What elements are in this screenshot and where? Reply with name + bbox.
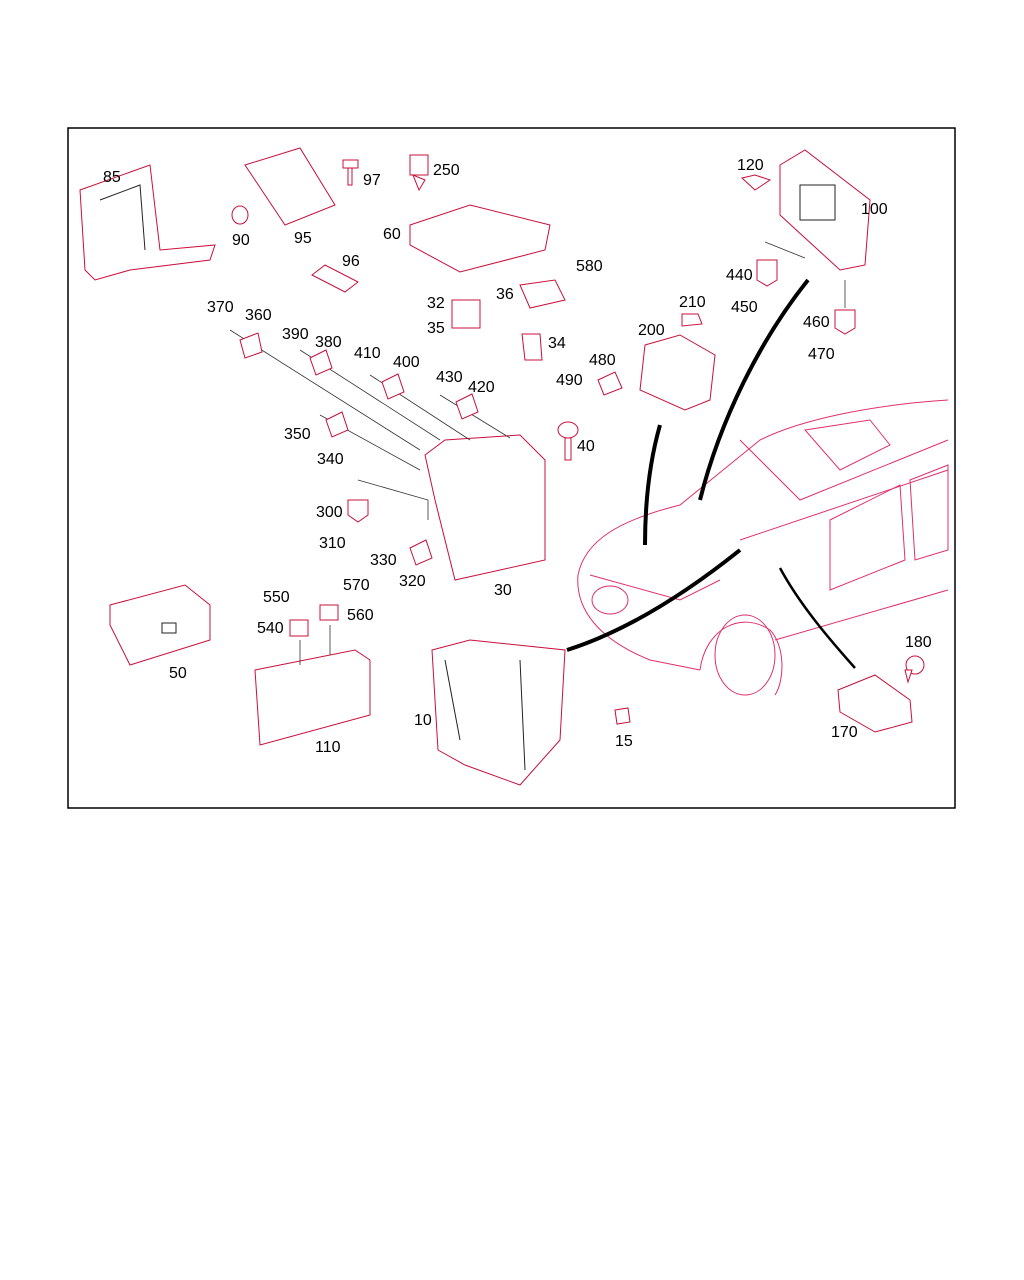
vehicle-outline — [577, 399, 949, 696]
part-32-relay — [451, 299, 481, 329]
part-210-nut — [681, 313, 703, 327]
part-180-screw — [904, 655, 925, 684]
label-110: 110 — [315, 739, 341, 756]
label-50: 50 — [169, 665, 187, 682]
part-85-bracket — [79, 164, 216, 281]
label-410: 410 — [354, 345, 381, 362]
label-450: 450 — [731, 299, 758, 316]
part-50-module — [109, 584, 211, 666]
label-180: 180 — [905, 634, 932, 651]
diagram-frame — [67, 127, 956, 809]
label-10: 10 — [414, 712, 432, 729]
label-210: 210 — [679, 294, 706, 311]
label-470: 470 — [808, 346, 835, 363]
label-390: 390 — [282, 326, 309, 343]
label-170: 170 — [831, 724, 858, 741]
label-96: 96 — [342, 253, 360, 270]
label-400: 400 — [393, 354, 420, 371]
part-460-connector — [834, 280, 856, 335]
label-15: 15 — [615, 733, 633, 750]
part-440-connector — [756, 241, 806, 287]
part-96-clip — [311, 264, 359, 293]
label-430: 430 — [436, 369, 463, 386]
part-90-nut — [231, 205, 249, 225]
label-32: 32 — [427, 295, 445, 312]
part-30-fuse-box — [229, 329, 546, 581]
part-200-relay — [639, 334, 716, 411]
label-320: 320 — [399, 573, 426, 590]
label-560: 560 — [347, 607, 374, 624]
part-120-screw — [740, 174, 772, 191]
label-550: 550 — [263, 589, 290, 606]
label-380: 380 — [315, 334, 342, 351]
label-200: 200 — [638, 322, 665, 339]
part-34-fuse — [521, 333, 543, 361]
label-310: 310 — [319, 535, 346, 552]
part-60-cover — [409, 204, 551, 273]
label-350: 350 — [284, 426, 311, 443]
label-480: 480 — [589, 352, 616, 369]
label-360: 360 — [245, 307, 272, 324]
label-250: 250 — [433, 162, 460, 179]
part-95-bracket — [244, 147, 336, 226]
part-40-screw — [557, 421, 579, 461]
part-250-bolt — [409, 154, 429, 192]
label-30: 30 — [494, 582, 512, 599]
part-10-box — [431, 639, 566, 786]
label-570: 570 — [343, 577, 370, 594]
location-arrows — [566, 278, 856, 669]
part-480-connector — [597, 371, 623, 396]
label-460: 460 — [803, 314, 830, 331]
label-34: 34 — [548, 335, 566, 352]
label-95: 95 — [294, 230, 312, 247]
label-35: 35 — [427, 320, 445, 337]
part-labels: 85 90 95 97 250 60 96 120 100 440 450 46… — [103, 157, 932, 756]
label-490: 490 — [556, 372, 583, 389]
label-440: 440 — [726, 267, 753, 284]
part-110-module — [254, 604, 371, 746]
label-330: 330 — [370, 552, 397, 569]
part-small-connectors — [239, 332, 479, 566]
part-170-module — [837, 674, 913, 733]
label-420: 420 — [468, 379, 495, 396]
part-100-module — [779, 149, 871, 271]
part-15-nut — [614, 707, 631, 725]
label-370: 370 — [207, 299, 234, 316]
label-36: 36 — [496, 286, 514, 303]
label-120: 120 — [737, 157, 764, 174]
label-97: 97 — [363, 172, 381, 189]
label-40: 40 — [577, 438, 595, 455]
label-580: 580 — [576, 258, 603, 275]
label-340: 340 — [317, 451, 344, 468]
label-85: 85 — [103, 169, 121, 186]
label-300: 300 — [316, 504, 343, 521]
label-60: 60 — [383, 226, 401, 243]
part-36-relay — [519, 279, 566, 309]
label-100: 100 — [861, 201, 888, 218]
label-540: 540 — [257, 620, 284, 637]
part-97-screw — [342, 159, 359, 186]
label-90: 90 — [232, 232, 250, 249]
